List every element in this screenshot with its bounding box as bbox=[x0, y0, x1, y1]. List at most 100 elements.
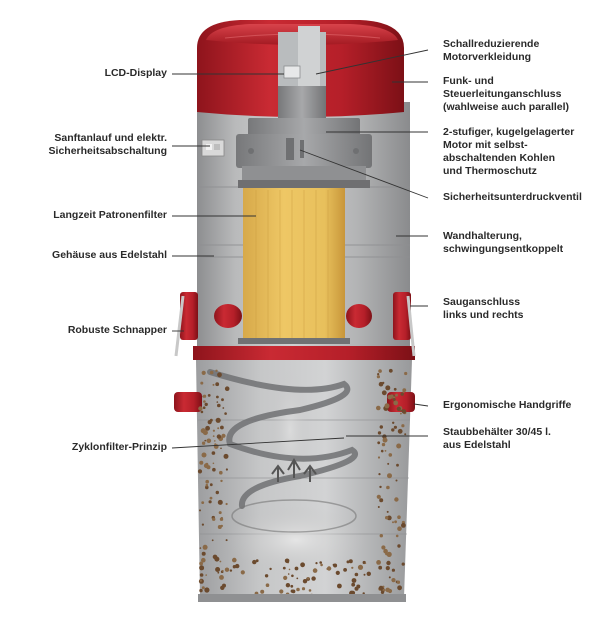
dirt-particle bbox=[282, 566, 286, 570]
dirt-particle bbox=[205, 462, 209, 466]
dirt-particle bbox=[222, 407, 225, 409]
dirt-particle bbox=[401, 409, 407, 414]
label-lcd-display: LCD-Display bbox=[105, 67, 167, 80]
dirt-particle bbox=[320, 563, 323, 567]
dirt-particle bbox=[396, 406, 401, 411]
dirt-particle bbox=[213, 444, 219, 449]
dirt-particle bbox=[378, 565, 383, 570]
dirt-particle bbox=[392, 398, 396, 401]
dirt-particle bbox=[302, 579, 308, 584]
dirt-particle bbox=[315, 562, 318, 565]
latch-right bbox=[393, 292, 416, 357]
label-line: links und rechts bbox=[443, 309, 524, 321]
dirt-particle bbox=[377, 373, 380, 376]
dirt-particle bbox=[201, 523, 204, 526]
dirt-particle bbox=[225, 468, 228, 471]
dirt-particle bbox=[285, 583, 291, 588]
label-line: Motorverkleidung bbox=[443, 51, 532, 63]
dirt-particle bbox=[312, 568, 318, 573]
dirt-particle bbox=[300, 562, 305, 568]
airflow-arrows bbox=[271, 458, 317, 482]
dirt-particle bbox=[343, 568, 347, 572]
dirt-particle bbox=[319, 561, 323, 564]
dirt-particle bbox=[401, 424, 405, 428]
dirt-particle bbox=[376, 375, 380, 379]
dirt-particle bbox=[351, 566, 354, 569]
dirt-particle bbox=[197, 469, 203, 474]
dirt-particle bbox=[287, 573, 290, 575]
dirt-particle bbox=[346, 560, 350, 564]
label-line: aus Edelstahl bbox=[443, 439, 511, 451]
dirt-particle bbox=[301, 587, 306, 591]
dirt-particle bbox=[224, 386, 230, 392]
dirt-particle bbox=[221, 569, 224, 572]
label-line: Zyklonfilter-Prinzip bbox=[71, 441, 167, 453]
dirt-particle bbox=[260, 589, 265, 594]
dirt-particle bbox=[199, 509, 201, 512]
dirt-particle bbox=[199, 547, 202, 549]
dirt-particle bbox=[216, 434, 222, 439]
separator-ring bbox=[193, 346, 415, 360]
dirt-particle bbox=[377, 456, 381, 459]
dirt-particle bbox=[215, 369, 218, 372]
dirt-particle bbox=[387, 462, 390, 465]
dirt-particle bbox=[269, 567, 272, 571]
dirt-particle bbox=[379, 425, 383, 429]
dirt-particle bbox=[357, 564, 364, 570]
dirt-particle bbox=[199, 460, 204, 465]
dirt-particle bbox=[217, 427, 220, 430]
leader-lines bbox=[171, 49, 429, 449]
dirt-particle bbox=[223, 453, 229, 459]
label-cartridge-filter: Langzeit Patronenfilter bbox=[53, 209, 167, 222]
dirt-particle bbox=[224, 412, 227, 415]
dirt-particle bbox=[199, 565, 205, 571]
dirt-particle bbox=[221, 433, 226, 438]
dirt-particle bbox=[204, 587, 210, 593]
dirt-particle bbox=[235, 563, 240, 569]
dirt-particle bbox=[199, 561, 204, 566]
dirt-particle bbox=[333, 563, 338, 568]
dirt-particle bbox=[212, 435, 215, 437]
dirt-particle bbox=[220, 447, 222, 450]
dirt-particle bbox=[216, 395, 219, 399]
dirt-particle bbox=[218, 511, 222, 515]
dirt-particle bbox=[220, 425, 224, 430]
dirt-particle bbox=[209, 370, 214, 375]
motor-upper bbox=[248, 118, 360, 136]
dirt-particle bbox=[198, 406, 203, 411]
dirt-particle bbox=[377, 441, 381, 445]
dirt-particle bbox=[204, 402, 208, 407]
dirt-particle bbox=[377, 506, 380, 508]
label-line: Sauganschluss bbox=[443, 296, 521, 308]
dirt-particle bbox=[307, 577, 310, 580]
label-wall-mount: Wandhalterung,schwingungsentkoppelt bbox=[443, 230, 563, 256]
dirt-particle bbox=[200, 410, 204, 414]
dirt-particle bbox=[400, 392, 404, 396]
label-line: und Thermoschutz bbox=[443, 165, 537, 177]
label-dust-bin: Staubbehälter 30/45 l.aus Edelstahl bbox=[443, 426, 551, 452]
dirt-particle bbox=[205, 485, 209, 490]
dirt-particle bbox=[363, 573, 366, 576]
dirt-particle bbox=[208, 500, 212, 504]
dirt-particle bbox=[376, 494, 381, 499]
dirt-particle bbox=[391, 568, 395, 572]
dirt-particle bbox=[385, 566, 390, 571]
dirt-particle bbox=[264, 574, 269, 578]
label-line: schwingungsentkoppelt bbox=[443, 243, 564, 255]
dirt-particle bbox=[397, 428, 403, 434]
cyclone-ring bbox=[231, 499, 357, 533]
dirt-particle bbox=[216, 401, 219, 403]
dirt-particle bbox=[294, 566, 299, 571]
dirt-particle bbox=[388, 453, 393, 457]
dirt-particle bbox=[404, 433, 407, 436]
dirt-particle bbox=[395, 393, 398, 397]
dirt-particle bbox=[219, 470, 223, 475]
dirt-particle bbox=[199, 573, 204, 577]
dust-cloud bbox=[226, 506, 366, 574]
dirt-particle bbox=[396, 463, 399, 467]
label-latches: Robuste Schnapper bbox=[68, 324, 167, 337]
dirt-particle bbox=[225, 502, 228, 506]
dirt-particle bbox=[395, 534, 399, 538]
